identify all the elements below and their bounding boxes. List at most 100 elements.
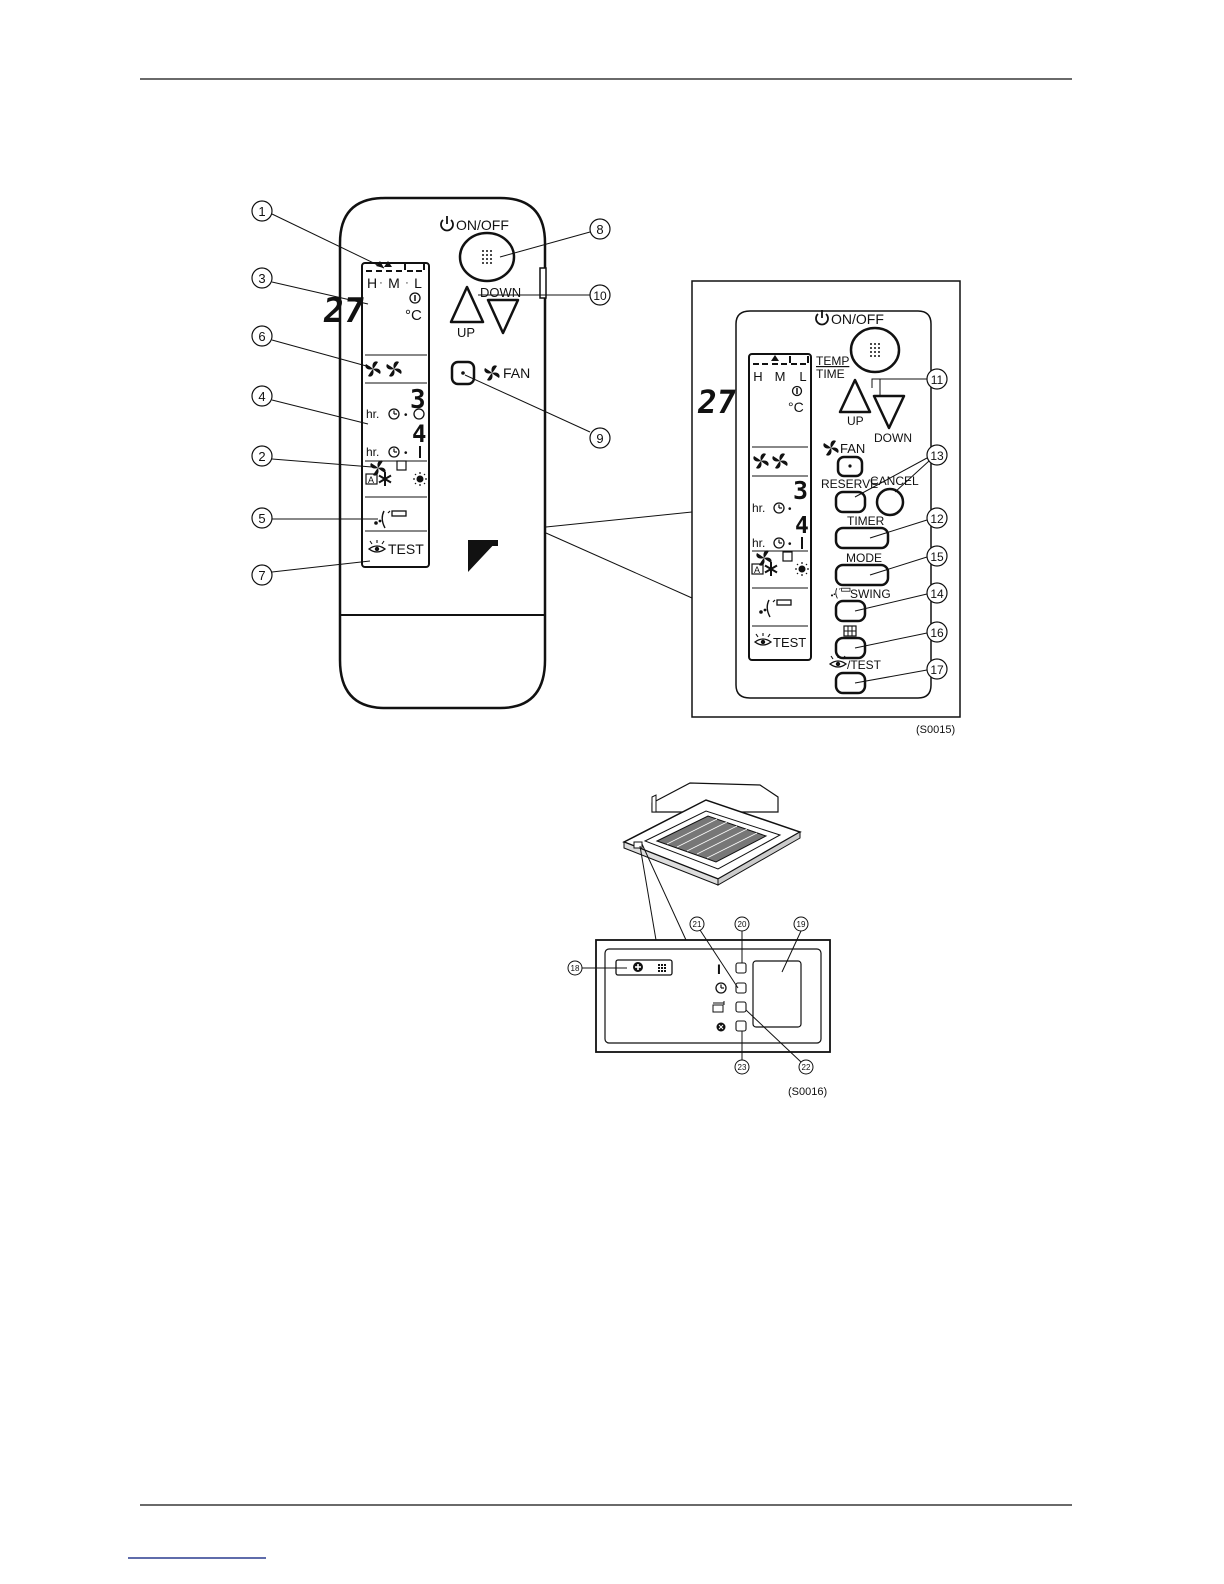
detail-speed-m: M: [775, 369, 786, 384]
svg-text:•: •: [788, 539, 792, 550]
detail-down-label: DOWN: [874, 431, 912, 445]
detail-up-button[interactable]: [840, 380, 870, 412]
detail-lcd-test-label: TEST: [773, 635, 806, 650]
grid-icon: [844, 626, 856, 636]
operation-indicator-label: I: [717, 961, 721, 977]
daikin-logo: [468, 540, 498, 572]
defrost-indicator-icon: [717, 1023, 726, 1032]
temp-down-button[interactable]: [488, 300, 518, 333]
time-label: TIME: [816, 367, 845, 381]
swing-label: SWING: [850, 587, 891, 601]
detail-down-button[interactable]: [874, 396, 904, 428]
timer-unit-off: hr.: [366, 445, 379, 459]
fan-label-icon: [484, 365, 499, 380]
grid-button[interactable]: [836, 638, 865, 658]
ceiling-cassette: [624, 783, 800, 940]
zoom-line-bottom: [546, 533, 692, 598]
svg-text:·: ·: [379, 277, 383, 289]
svg-text:•: •: [404, 410, 408, 421]
temp-unit: °C: [405, 307, 422, 324]
svg-text:·: ·: [405, 277, 409, 289]
callout-12: 12: [930, 512, 944, 526]
callout-22: 22: [802, 1063, 811, 1072]
svg-text:•: •: [404, 448, 408, 459]
callout-19: 19: [797, 920, 806, 929]
timer-off-value: 4: [412, 420, 426, 448]
callout-14: 14: [930, 587, 944, 601]
detail-up-label: UP: [847, 414, 864, 428]
onoff-button[interactable]: [460, 233, 514, 281]
operation-lamp: [736, 963, 746, 973]
callout-3: 3: [258, 271, 265, 286]
figure-code-s0015: (S0015): [916, 724, 955, 736]
receiver-window: [634, 842, 642, 848]
detail-timer-off-value: 4: [795, 513, 809, 539]
zoom-line-top: [546, 512, 692, 527]
receiver-window-large: [753, 961, 801, 1027]
callout-1: 1: [258, 204, 265, 219]
remote-detail: H M L 27 °C 3 hr. • 4 hr. • A TEST: [546, 281, 960, 736]
callouts-left: 1 2 3 4 5 6 7 8 9 10: [252, 201, 610, 585]
callout-6: 6: [258, 329, 265, 344]
test-button[interactable]: [836, 673, 865, 693]
receiver-grid-icon: [658, 964, 666, 972]
callout-10: 10: [593, 289, 607, 303]
callout-9: 9: [596, 431, 603, 446]
callout-20: 20: [738, 920, 747, 929]
filter-lamp: [736, 1002, 746, 1012]
callout-4: 4: [258, 389, 265, 404]
timer-button[interactable]: [836, 528, 888, 548]
detail-power-icon: [816, 310, 828, 324]
detail-timer-on-value: 3: [793, 476, 808, 505]
detail-fan-label: FAN: [840, 441, 865, 456]
detail-temp-unit: °C: [788, 399, 804, 415]
detail-fan-label-icon: [823, 440, 838, 455]
callout-17: 17: [930, 663, 944, 677]
callout-18: 18: [571, 964, 580, 973]
side-switch[interactable]: [540, 268, 546, 298]
detail-onoff-label: ON/OFF: [831, 311, 884, 327]
callout-13: 13: [930, 449, 944, 463]
callout-15: 15: [930, 550, 944, 564]
temp-digits: 27: [320, 291, 367, 331]
emergency-icon: [633, 962, 643, 972]
timer-label: TIMER: [847, 514, 885, 528]
mode-label: MODE: [846, 551, 882, 565]
swing-button[interactable]: [836, 601, 865, 621]
swing-label-icon: [831, 588, 850, 598]
mode-button[interactable]: [836, 565, 888, 585]
detail-timer-unit-on: hr.: [752, 501, 765, 515]
fan-label: FAN: [503, 365, 530, 381]
reserve-button[interactable]: [836, 492, 865, 512]
defrost-lamp: [736, 1021, 746, 1031]
detail-speed-h: H: [753, 369, 762, 384]
power-icon: [441, 216, 453, 230]
detail-onoff-button[interactable]: [851, 328, 899, 372]
temp-up-button[interactable]: [451, 287, 483, 322]
callout-21: 21: [693, 920, 702, 929]
svg-text:A: A: [368, 475, 374, 485]
svg-text:A: A: [754, 565, 760, 575]
callout-5: 5: [258, 511, 265, 526]
callout-7: 7: [258, 568, 265, 583]
detail-timer-unit-off: hr.: [752, 536, 765, 550]
figure-code-s0016: (S0016): [788, 1086, 827, 1098]
svg-text:•: •: [788, 504, 792, 515]
down-label: DOWN: [480, 285, 521, 300]
callout-16: 16: [930, 626, 944, 640]
up-label: UP: [457, 325, 475, 340]
detail-frame: [692, 281, 960, 717]
cancel-button[interactable]: [877, 489, 903, 515]
speed-h: H: [367, 275, 377, 291]
onoff-label: ON/OFF: [456, 217, 509, 233]
callout-23: 23: [738, 1063, 747, 1072]
speed-m: M: [388, 275, 400, 291]
detail-speed-l: L: [799, 369, 806, 384]
remote-large: H · M · L 27 °C 3 hr. • 4 hr. • A: [320, 198, 546, 708]
speed-l: L: [414, 275, 422, 291]
test-label: /TEST: [847, 658, 882, 672]
timer-unit-on: hr.: [366, 407, 379, 421]
lcd-test-label: TEST: [388, 541, 424, 557]
callout-8: 8: [596, 222, 603, 237]
